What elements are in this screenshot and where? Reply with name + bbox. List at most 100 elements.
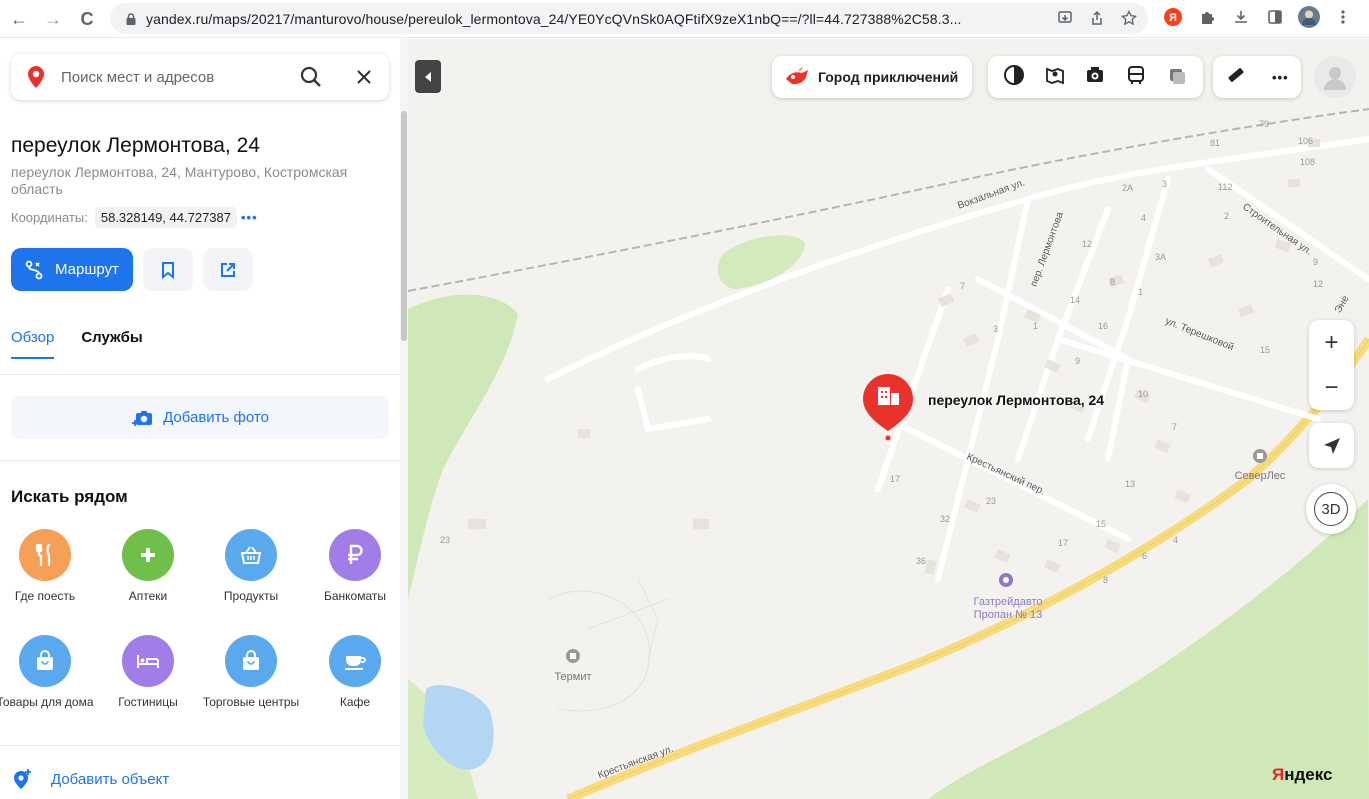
layer-scheme-icon[interactable] — [1003, 64, 1025, 91]
profile-avatar-icon[interactable] — [1298, 6, 1320, 28]
forward-arrow-icon: → — [44, 8, 62, 29]
ruler-icon[interactable] — [1225, 64, 1247, 91]
search-input[interactable] — [61, 68, 291, 86]
user-avatar[interactable] — [1314, 56, 1356, 98]
collapse-sidebar-button[interactable] — [415, 60, 441, 93]
house-number: 8 — [1103, 575, 1109, 585]
close-icon[interactable] — [353, 66, 375, 88]
back-arrow-icon: ← — [10, 8, 28, 29]
nearby-category-food[interactable]: Где поесть — [0, 529, 95, 604]
place-sidebar: переулок Лермонтова, 24 переулок Лермонт… — [0, 39, 400, 799]
url-text: yandex.ru/maps/20217/manturovo/house/per… — [146, 10, 962, 27]
nearby-category-atm[interactable]: Банкоматы — [305, 529, 400, 604]
house-number: 81 — [1210, 138, 1221, 148]
house-number: 6 — [1142, 551, 1148, 561]
share-icon[interactable] — [1088, 9, 1106, 27]
nearby-category-groceries[interactable]: Продукты — [201, 529, 301, 604]
yandex-logo: Яндекс — [1272, 765, 1333, 784]
house-number: 2 — [1224, 211, 1230, 221]
house-number: 36 — [916, 556, 927, 566]
tab-services[interactable]: Службы — [81, 329, 143, 346]
house-number: 4 — [1141, 213, 1147, 223]
nearby-category-pharmacy[interactable]: Аптеки — [98, 529, 198, 604]
zoom-in-button[interactable]: + — [1324, 328, 1339, 356]
layer-transport-icon[interactable] — [1125, 64, 1147, 91]
add-photo-button[interactable]: Добавить фото — [11, 396, 389, 439]
zoom-controls: + − — [1309, 320, 1354, 410]
browser-menu-icon[interactable] — [1332, 6, 1354, 28]
house-number: 13 — [1125, 479, 1136, 489]
house-number: 4 — [1173, 535, 1179, 545]
3d-label: 3D — [1314, 492, 1348, 526]
add-object-label: Добавить объект — [51, 770, 170, 788]
house-number: 10 — [1138, 389, 1149, 399]
coordinates-value[interactable]: 58.328149, 44.727387 — [94, 207, 237, 228]
map-tools-toolbar: ••• — [1213, 56, 1301, 98]
selected-place-marker-label[interactable]: переулок Лермонтова, 24 — [928, 392, 1105, 408]
tab-overview[interactable]: Обзор — [11, 329, 55, 359]
promo-figure-icon — [786, 67, 808, 85]
house-number: 3А — [1155, 252, 1167, 262]
building-icon — [878, 387, 899, 405]
3d-toggle-button[interactable]: 3D — [1306, 484, 1356, 534]
promo-city-adventures-button[interactable]: Город приключений — [772, 56, 972, 98]
layer-photo-icon[interactable] — [1084, 64, 1106, 91]
house-number: 15 — [1260, 345, 1271, 355]
nearby-category-home-goods[interactable]: Товары для дома — [0, 635, 95, 710]
coordinates-label: Координаты: — [11, 210, 88, 225]
map-canvas[interactable]: Вокзальная ул. пер. Лермонтова Строитель… — [408, 39, 1369, 799]
share-button[interactable] — [203, 248, 253, 291]
basket-icon — [225, 529, 277, 581]
promo-label: Город приключений — [818, 69, 959, 85]
nearby-category-cafe[interactable]: Кафе — [305, 635, 400, 710]
route-button-label: Маршрут — [55, 261, 119, 278]
layer-traffic-icon[interactable] — [1166, 64, 1188, 91]
house-number: 23 — [440, 535, 451, 545]
route-button[interactable]: Маршрут — [11, 248, 133, 291]
coordinates-more-button[interactable]: ••• — [241, 210, 258, 225]
extensions-puzzle-icon[interactable] — [1196, 6, 1218, 28]
bookmark-button[interactable] — [143, 248, 193, 291]
search-box[interactable] — [11, 54, 389, 100]
side-panel-icon[interactable] — [1264, 6, 1286, 28]
house-number: 17 — [1058, 538, 1069, 548]
download-icon[interactable] — [1230, 6, 1252, 28]
poi-severles-label[interactable]: СеверЛес — [1234, 470, 1286, 482]
house-number: 14 — [1070, 295, 1081, 305]
house-number: 112 — [1218, 182, 1233, 192]
lock-icon — [126, 12, 136, 25]
reload-button[interactable]: C — [74, 6, 100, 32]
zoom-out-button[interactable]: − — [1324, 373, 1339, 401]
house-number: 79 — [1259, 119, 1270, 129]
my-location-button[interactable] — [1309, 423, 1354, 468]
house-number: 12 — [1313, 279, 1324, 289]
place-tabs: Обзор Службы — [11, 329, 143, 359]
install-app-icon[interactable] — [1056, 9, 1074, 27]
fork-knife-icon — [19, 529, 71, 581]
place-title: переулок Лермонтова, 24 — [11, 134, 260, 157]
back-button[interactable]: ← — [6, 6, 32, 32]
nearby-category-hotels[interactable]: Гостиницы — [98, 635, 198, 710]
shopping-bag-icon — [19, 635, 71, 687]
nearby-category-malls[interactable]: Торговые центры — [201, 635, 301, 710]
house-number: 106 — [1298, 136, 1314, 146]
bed-icon — [122, 635, 174, 687]
bookmark-star-icon[interactable] — [1120, 9, 1138, 27]
ruble-icon — [329, 529, 381, 581]
house-number: 17 — [890, 474, 901, 484]
more-tools-icon[interactable]: ••• — [1272, 69, 1289, 85]
sidebar-scrollbar[interactable] — [400, 39, 408, 799]
scrollbar-thumb[interactable] — [401, 111, 407, 341]
cup-icon — [329, 635, 381, 687]
poi-gas-station-label[interactable]: Газтрейдавто Пропан № 13 — [973, 596, 1043, 621]
poi-termit-label[interactable]: Термит — [554, 671, 592, 683]
add-object-button[interactable]: Добавить объект — [11, 768, 169, 790]
search-icon[interactable] — [299, 65, 323, 89]
add-photo-label: Добавить фото — [163, 409, 269, 426]
address-bar[interactable]: yandex.ru/maps/20217/manturovo/house/per… — [110, 3, 1148, 34]
reload-icon: C — [80, 8, 94, 29]
layer-panorama-icon[interactable] — [1044, 64, 1066, 91]
nearby-divider — [0, 745, 400, 746]
forward-button[interactable]: → — [40, 6, 66, 32]
yandex-extension-icon[interactable]: Я — [1162, 6, 1184, 28]
